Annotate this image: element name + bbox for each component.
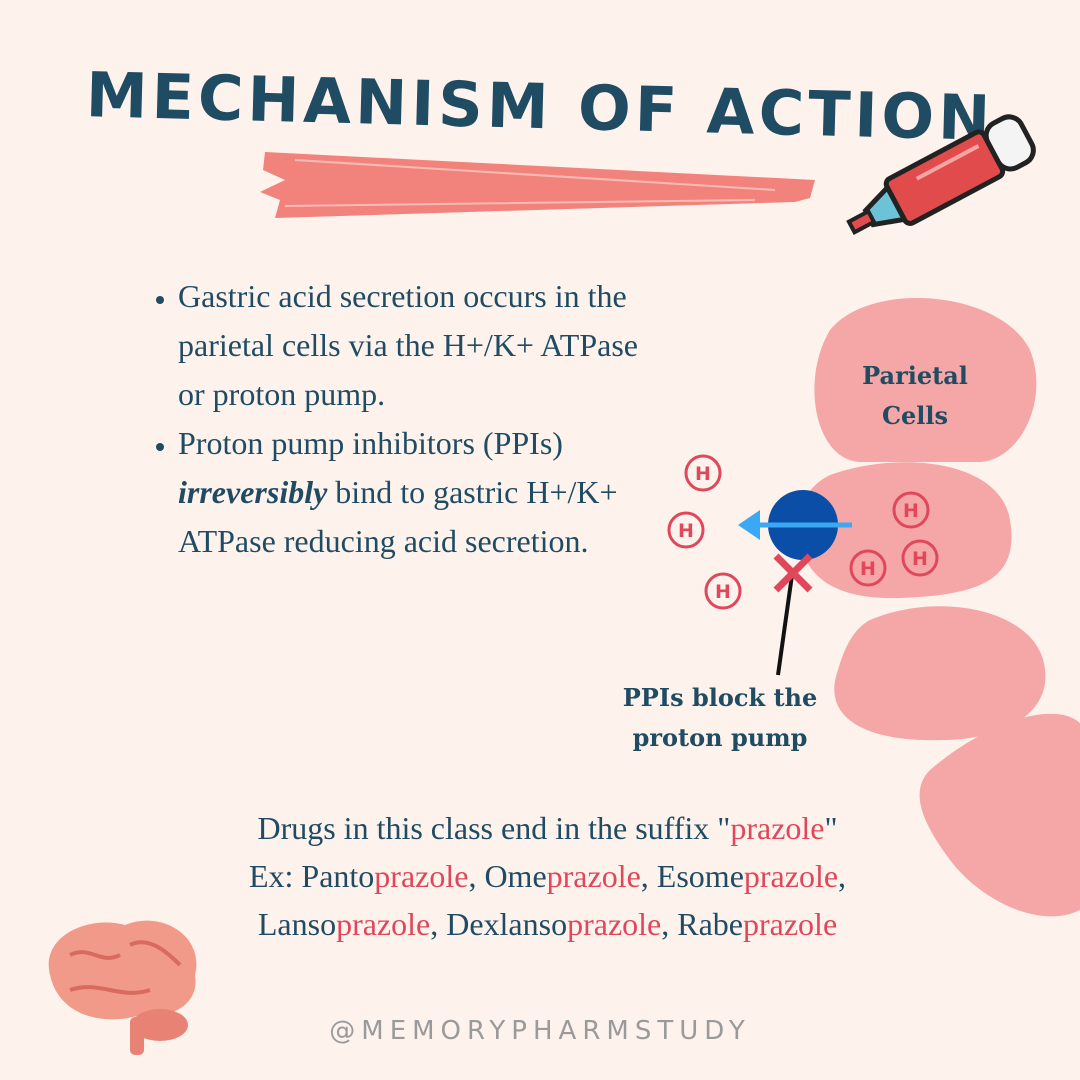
bullet-list: Gastric acid secretion occurs in the par…: [140, 272, 648, 566]
drug-name: Esomeprazole,: [657, 858, 846, 894]
drug-name: Pantoprazole,: [301, 858, 484, 894]
examples-line: Lansoprazole, Dexlansoprazole, Rabeprazo…: [140, 900, 955, 948]
block-x-icon: [773, 553, 813, 593]
hydrogen-ion: [901, 539, 939, 577]
drug-sep: ,: [661, 906, 678, 942]
cell-shape: [834, 606, 1046, 741]
bullet-text: Gastric acid secretion occurs in the par…: [178, 278, 638, 412]
hydrogen-ion: [849, 549, 887, 587]
parietal-cell-diagram: H H H H H H: [667, 297, 1080, 917]
hydrogen-ion: [667, 511, 705, 549]
hydrogen-ion: [684, 454, 722, 492]
drug-stem: Dexlanso: [446, 906, 568, 942]
marker-icon: [846, 114, 1036, 235]
suffix-text: prazole: [730, 810, 825, 846]
block-label: PPIs block the proton pump: [622, 683, 818, 752]
drug-sep: ,: [640, 858, 657, 894]
text: Ex:: [248, 858, 302, 894]
text: ": [824, 810, 838, 846]
drug-stem: Lanso: [257, 906, 337, 942]
ion-label: H: [903, 500, 919, 522]
drug-stem: Esome: [656, 858, 744, 894]
drug-stem: Ome: [484, 858, 547, 894]
examples-line: Ex: Pantoprazole, Omeprazole, Esomeprazo…: [140, 852, 955, 900]
drug-name: Rabeprazole: [677, 906, 837, 942]
bullet-item: Gastric acid secretion occurs in the par…: [178, 272, 648, 419]
drug-suffix: prazole: [567, 906, 662, 942]
arrow-head-icon: [738, 510, 760, 540]
drug-sep: ,: [838, 858, 847, 894]
drug-name: Dexlansoprazole,: [446, 906, 677, 942]
drug-name: Lansoprazole,: [258, 906, 446, 942]
drug-suffix: prazole: [374, 858, 469, 894]
ion-label: H: [912, 548, 928, 570]
cell-shape: [814, 297, 1037, 462]
bullet-text: bind to gastric H+/K+ ATPase reducing ac…: [178, 474, 618, 559]
cell-shape: [919, 713, 1080, 917]
ion-label: H: [860, 558, 876, 580]
drug-suffix: prazole: [336, 906, 431, 942]
social-handle: @MEMORYPHARMSTUDY: [329, 1016, 751, 1046]
drug-suffix: prazole: [742, 906, 838, 942]
brain-icon: [48, 920, 197, 1055]
cells-label: Parietal Cells: [862, 361, 968, 430]
emphasis-text: irreversibly: [178, 474, 328, 510]
drug-sep: ,: [468, 858, 485, 894]
hydrogen-ion: [704, 572, 742, 610]
drug-name: Omeprazole,: [484, 858, 656, 894]
text: Drugs in this class end in the suffix ": [257, 810, 731, 846]
ion-label: H: [695, 463, 711, 485]
suffix-line: Drugs in this class end in the suffix "p…: [140, 804, 955, 852]
brush-stroke: [260, 152, 815, 218]
suffix-section: Drugs in this class end in the suffix "p…: [140, 804, 955, 948]
ion-label: H: [678, 520, 694, 542]
ion-label: H: [715, 581, 731, 603]
pointer-line: [776, 574, 794, 676]
drug-sep: ,: [430, 906, 447, 942]
drug-stem: Rabe: [677, 906, 743, 942]
drug-stem: Panto: [301, 858, 375, 894]
drug-suffix: prazole: [743, 858, 839, 894]
bullet-text: Proton pump inhibitors (PPIs): [178, 425, 563, 461]
drug-suffix: prazole: [546, 858, 641, 894]
bullet-item: Proton pump inhibitors (PPIs) irreversib…: [178, 419, 648, 566]
hydrogen-ion: [892, 491, 930, 529]
